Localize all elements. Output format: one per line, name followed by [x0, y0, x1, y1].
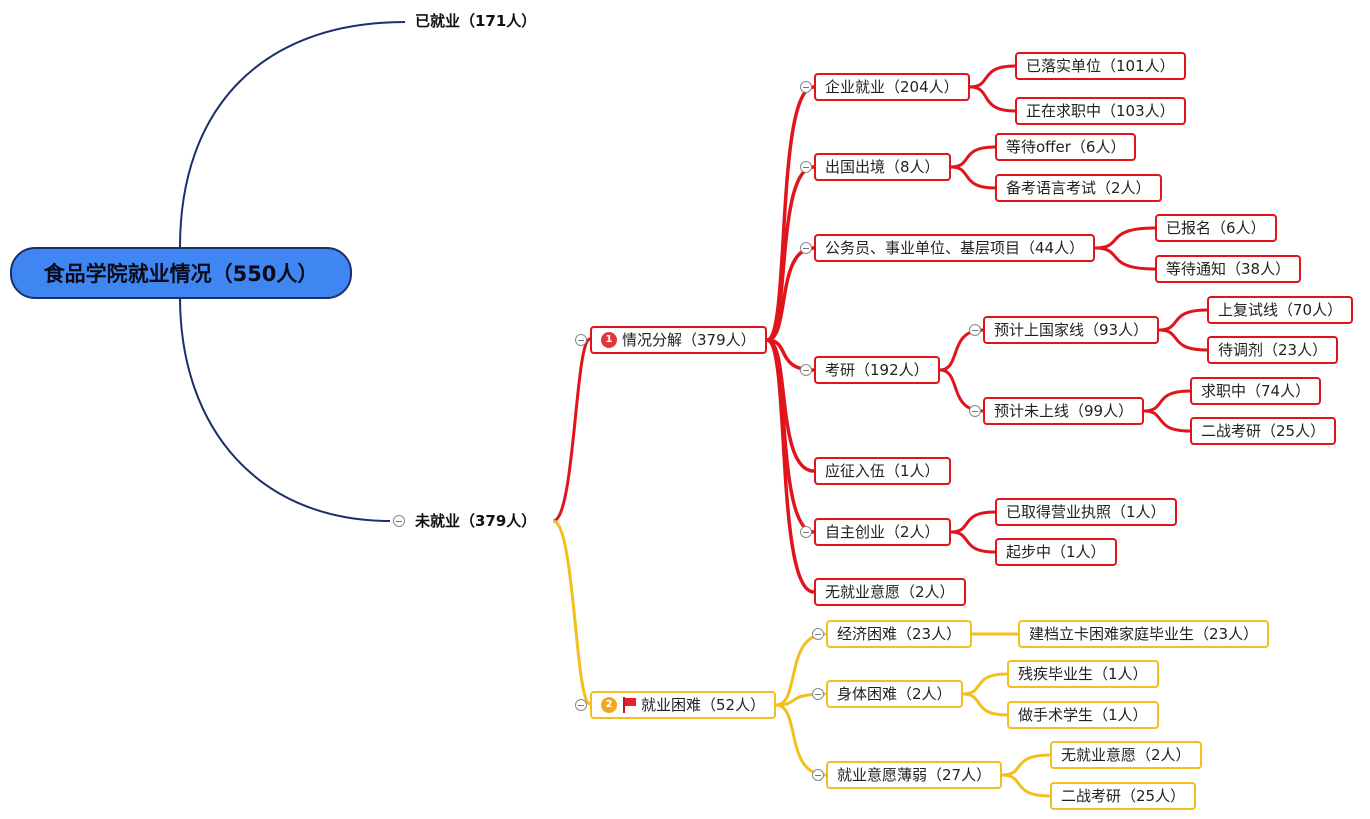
topic-leaf[interactable]: 已报名（6人）: [1155, 214, 1277, 242]
red-flag-icon: [622, 697, 636, 713]
topic-leaf[interactable]: 备考语言考试（2人）: [995, 174, 1162, 202]
topic-leaf[interactable]: 等待offer（6人）: [995, 133, 1137, 161]
topic-difficulty[interactable]: 2 就业困难（52人）: [590, 691, 777, 719]
connector-line: [766, 165, 815, 342]
connector-line: [1094, 226, 1156, 250]
topic-graduate-exam[interactable]: 考研（192人）: [814, 356, 940, 384]
topic-breakdown[interactable]: 1 情况分解（379人）: [590, 326, 767, 354]
topic-no-intention[interactable]: 无就业意愿（2人）: [814, 578, 966, 606]
collapse-icon[interactable]: [812, 769, 824, 781]
topic-leaf[interactable]: 二战考研（25人）: [1190, 417, 1337, 445]
connector-line: [1143, 389, 1191, 413]
priority-2-icon: 2: [601, 697, 617, 713]
connector-line: [1001, 773, 1051, 798]
topic-leaf[interactable]: 上复试线（70人）: [1207, 296, 1354, 324]
topic-unemployed[interactable]: 未就业（379人）: [415, 512, 537, 530]
collapse-icon[interactable]: [969, 324, 981, 336]
connector-line: [969, 85, 1016, 113]
connector-line: [950, 165, 996, 190]
connector-line: [950, 530, 996, 554]
collapse-icon[interactable]: [393, 515, 405, 527]
root-topic[interactable]: 食品学院就业情况（550人）: [10, 247, 352, 299]
collapse-icon[interactable]: [575, 699, 587, 711]
connector-line: [1001, 753, 1051, 777]
connector-line: [552, 519, 592, 706]
topic-leaf[interactable]: 求职中（74人）: [1190, 377, 1322, 405]
connector-line: [1158, 308, 1208, 332]
topic-leaf[interactable]: 二战考研（25人）: [1050, 782, 1197, 810]
topic-leaf[interactable]: 待调剂（23人）: [1207, 336, 1339, 364]
connector-line: [766, 338, 815, 594]
topic-army[interactable]: 应征入伍（1人）: [814, 457, 951, 485]
connector-line: [1094, 246, 1156, 271]
topic-leaf[interactable]: 等待通知（38人）: [1155, 255, 1302, 283]
topic-leaf[interactable]: 正在求职中（103人）: [1015, 97, 1186, 125]
topic-enterprise[interactable]: 企业就业（204人）: [814, 73, 970, 101]
collapse-icon[interactable]: [575, 334, 587, 346]
connector-line: [969, 64, 1016, 89]
topic-economic[interactable]: 经济困难（23人）: [826, 620, 973, 648]
topic-leaf[interactable]: 残疾毕业生（1人）: [1007, 660, 1159, 688]
connector-line: [552, 337, 592, 523]
topic-employed[interactable]: 已就业（171人）: [415, 12, 537, 30]
topic-leaf[interactable]: 已取得营业执照（1人）: [995, 498, 1177, 526]
topic-below-line[interactable]: 预计未上线（99人）: [983, 397, 1145, 425]
topic-above-line[interactable]: 预计上国家线（93人）: [983, 316, 1160, 344]
collapse-icon[interactable]: [812, 628, 824, 640]
topic-civil-service[interactable]: 公务员、事业单位、基层项目（44人）: [814, 234, 1096, 262]
collapse-icon[interactable]: [800, 161, 812, 173]
topic-leaf[interactable]: 已落实单位（101人）: [1015, 52, 1186, 80]
collapse-icon[interactable]: [800, 242, 812, 254]
topic-leaf[interactable]: 做手术学生（1人）: [1007, 701, 1159, 729]
topic-physical[interactable]: 身体困难（2人）: [826, 680, 963, 708]
collapse-icon[interactable]: [800, 526, 812, 538]
connector-line: [179, 21, 406, 248]
connector-line: [775, 703, 827, 777]
topic-startup[interactable]: 自主创业（2人）: [814, 518, 951, 546]
connector-line: [950, 510, 996, 534]
collapse-icon[interactable]: [800, 364, 812, 376]
topic-leaf[interactable]: 无就业意愿（2人）: [1050, 741, 1202, 769]
connector-line: [962, 672, 1008, 696]
topic-label: 情况分解（379人）: [622, 331, 756, 349]
collapse-icon[interactable]: [800, 81, 812, 93]
connector-line: [939, 328, 984, 372]
connector-line: [950, 145, 996, 169]
collapse-icon[interactable]: [812, 688, 824, 700]
collapse-icon[interactable]: [969, 405, 981, 417]
connector-line: [962, 692, 1008, 717]
topic-leaf[interactable]: 起步中（1人）: [995, 538, 1117, 566]
topic-abroad[interactable]: 出国出境（8人）: [814, 153, 951, 181]
connector-line: [766, 338, 815, 473]
priority-1-icon: 1: [601, 332, 617, 348]
connector-line: [179, 296, 391, 522]
topic-weak-intention[interactable]: 就业意愿薄弱（27人）: [826, 761, 1003, 789]
topic-label: 就业困难（52人）: [641, 696, 766, 714]
topic-leaf[interactable]: 建档立卡困难家庭毕业生（23人）: [1018, 620, 1270, 648]
connector-line: [1158, 328, 1208, 352]
connector-line: [1143, 409, 1191, 433]
